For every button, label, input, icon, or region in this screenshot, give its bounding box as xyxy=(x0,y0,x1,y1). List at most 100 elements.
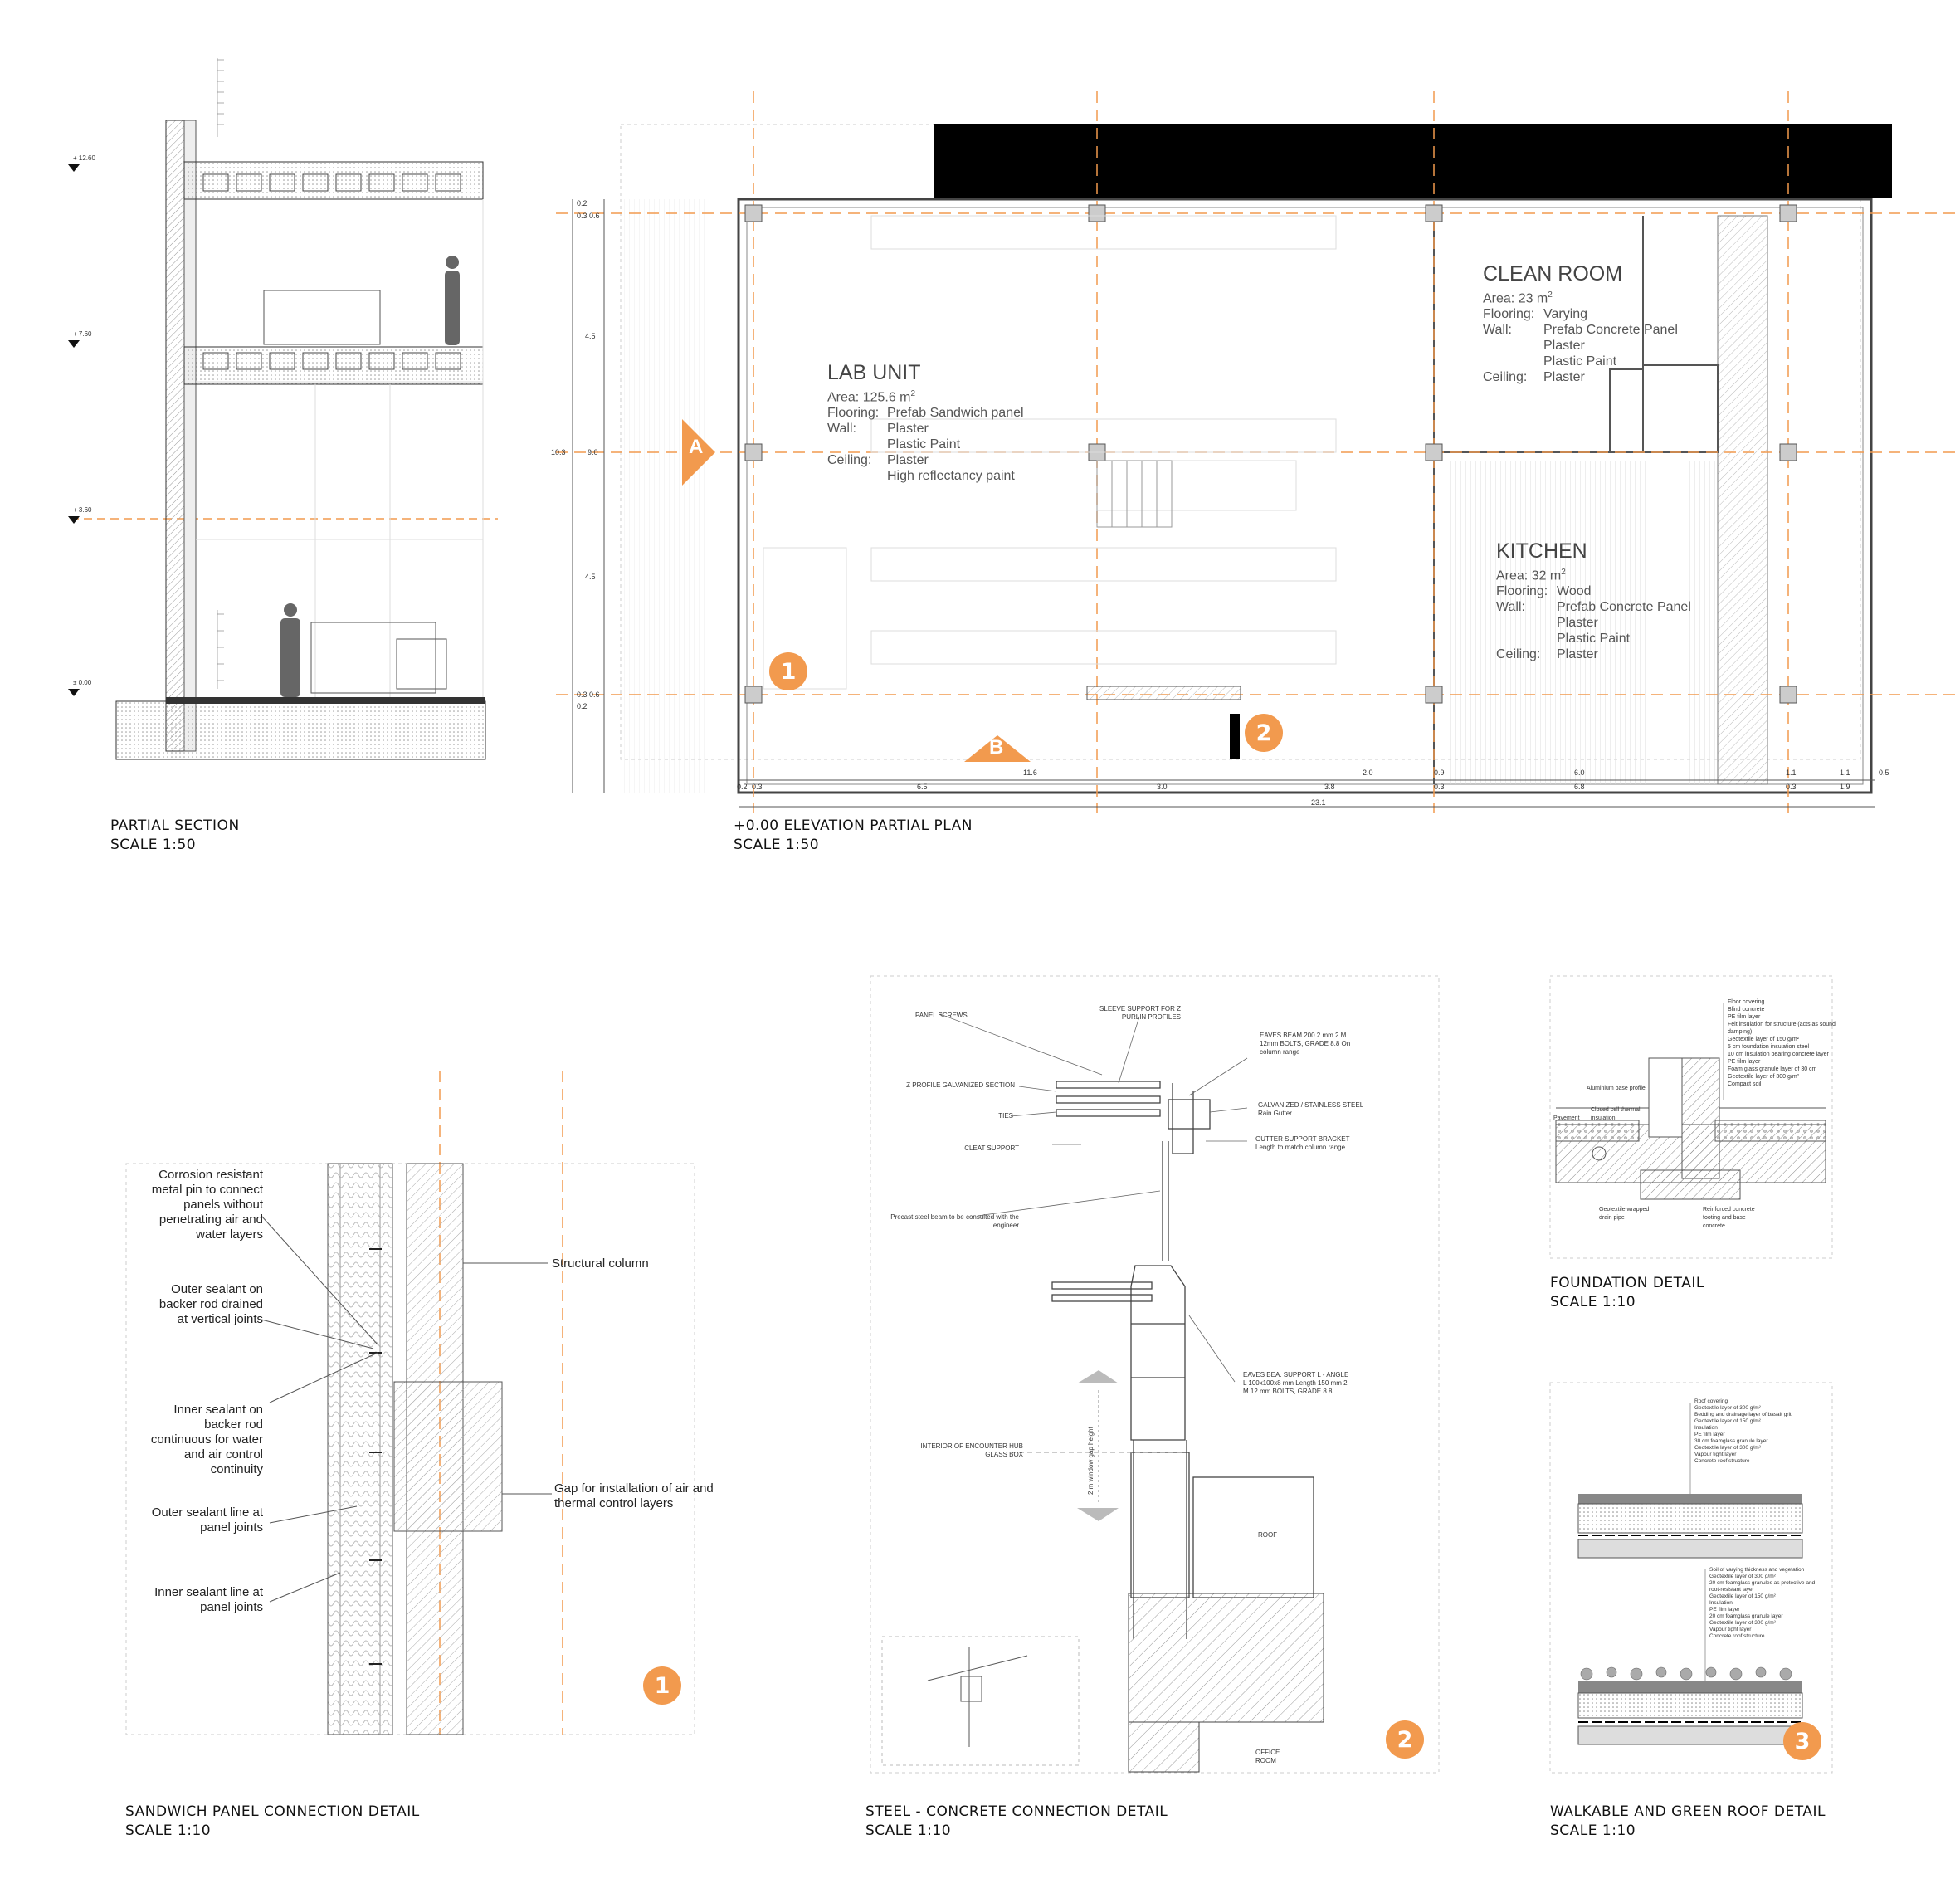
room-spec-value: Wood xyxy=(1557,584,1592,599)
dim-label: 0.3 xyxy=(577,690,588,699)
dim-label: 3.8 xyxy=(1324,783,1335,791)
plan-linework xyxy=(556,91,1960,813)
room-spec-value: Plastic Paint xyxy=(1543,354,1617,369)
room-spec-label: Wall: xyxy=(827,422,856,437)
dim-label: 0.3 xyxy=(1434,783,1445,791)
clean-room-info: Area: 23 m2 Flooring:Varying Wall:Prefab… xyxy=(1483,290,1678,385)
dim-label: 1.9 xyxy=(1840,783,1850,791)
partial-section-drawing: + 12.60 + 7.60 + 3.60 ± 0.00 xyxy=(0,0,514,797)
kitchen-name: KITCHEN xyxy=(1496,539,1587,563)
sandwich-label-gap: Gap for installation of air and thermal … xyxy=(554,1481,714,1510)
steel-label-eaves-beam: EAVES BEAM 200.2 mm 2 M 12mm BOLTS, GRAD… xyxy=(1260,1032,1351,1056)
room-spec-label: Ceiling: xyxy=(1496,647,1541,662)
level-label: + 3.60 xyxy=(73,506,92,514)
steel-badge: 2 xyxy=(1386,1720,1424,1759)
foundation-label-alu: Aluminium base profile xyxy=(1587,1086,1646,1091)
room-spec-value: High reflectancy paint xyxy=(887,469,1015,484)
room-spec-value: Plaster xyxy=(1543,370,1585,385)
plan-detail-badge-1: 1 xyxy=(769,652,807,690)
dim-label: 10.3 xyxy=(551,448,566,456)
floor-plan-drawing: 0.2 0.3 6.5 11.6 3.0 3.8 2.0 0.9 0.3 6.0… xyxy=(539,83,1960,830)
dim-label: 4.5 xyxy=(585,573,596,581)
roof-linework xyxy=(1549,1382,1833,1774)
room-area: Area: 125.6 m xyxy=(827,390,911,405)
roof-badge: 3 xyxy=(1783,1722,1821,1760)
dim-label: 0.3 xyxy=(1786,783,1797,791)
steel-label-gutter: GALVANIZED / STAINLESS STEEL Rain Gutter xyxy=(1258,1101,1363,1117)
dim-label: 6.8 xyxy=(1574,783,1585,791)
room-spec-value: Varying xyxy=(1543,307,1588,322)
room-spec-value: Plaster xyxy=(1557,616,1598,631)
room-spec-label: Wall: xyxy=(1496,600,1525,615)
dim-label: 0.2 xyxy=(737,783,748,791)
dim-label: 2.0 xyxy=(1363,769,1373,777)
room-spec-label: Wall: xyxy=(1483,323,1512,338)
steel-label-office: OFFICE ROOM xyxy=(1255,1749,1280,1764)
dim-label: 0.2 xyxy=(577,199,588,207)
room-spec-label: Flooring: xyxy=(1496,584,1548,599)
room-spec-value: Prefab Concrete Panel xyxy=(1557,600,1691,615)
room-area: Area: 32 m xyxy=(1496,568,1562,583)
steel-label-window-gap: 2 m window gap height xyxy=(1087,1427,1095,1495)
steel-label-sleeve: SLEEVE SUPPORT FOR Z PURLIN PROFILES xyxy=(1099,1005,1181,1021)
level-label: ± 0.00 xyxy=(73,679,92,686)
steel-label-panel-screws: PANEL SCREWS xyxy=(915,1012,968,1019)
steel-label-eaves-support: EAVES BEA. SUPPORT L - ANGLE L 100x100x8… xyxy=(1243,1371,1349,1395)
steel-label-bracket: GUTTER SUPPORT BRACKET Length to match c… xyxy=(1255,1135,1350,1151)
sandwich-label-inner-line: Inner sealant line at panel joints xyxy=(154,1585,263,1614)
room-area: Area: 23 m xyxy=(1483,291,1548,306)
section-marker-a: A xyxy=(689,436,704,458)
dim-label: 23.1 xyxy=(1311,798,1326,807)
room-spec-label: Ceiling: xyxy=(1483,370,1528,385)
lab-unit-name: LAB UNIT xyxy=(827,361,921,384)
room-spec-value: Plaster xyxy=(1557,647,1598,662)
dim-label: 0.6 xyxy=(589,212,600,220)
steel-linework xyxy=(870,975,1440,1774)
foundation-linework xyxy=(1549,975,1833,1259)
sandwich-label-column: Structural column xyxy=(552,1256,649,1271)
dim-label: 0.3 xyxy=(752,783,763,791)
dim-label: 0.2 xyxy=(577,702,588,710)
sandwich-label-inner-continuous: Inner sealant on backer rod continuous f… xyxy=(150,1403,263,1476)
level-label: + 7.60 xyxy=(73,330,92,338)
steel-label-cleat: CLEAT SUPPORT xyxy=(964,1144,1019,1152)
sandwich-badge: 1 xyxy=(643,1666,681,1705)
steel-concrete-detail: PANEL SCREWS SLEEVE SUPPORT FOR Z PURLIN… xyxy=(870,975,1442,1774)
room-spec-value: Plastic Paint xyxy=(1557,632,1631,647)
sandwich-linework xyxy=(125,1071,695,1735)
dim-label: 3.0 xyxy=(1157,783,1168,791)
steel-label-precast: Precast steel beam to be consulted with … xyxy=(890,1213,1019,1229)
foundation-label-pavement: Pavement xyxy=(1553,1115,1580,1121)
sandwich-panel-detail: Corrosion resistant metal pin to connect… xyxy=(124,1071,714,1735)
room-spec-value: Prefab Concrete Panel xyxy=(1543,323,1678,338)
steel-label-roof: ROOF xyxy=(1258,1531,1278,1539)
foundation-label-closed-cell: Closed cell thermal insulation xyxy=(1591,1107,1641,1121)
room-spec-value: Prefab Sandwich panel xyxy=(887,406,1024,421)
room-spec-label: Flooring: xyxy=(1483,307,1535,322)
clean-room-name: CLEAN ROOM xyxy=(1483,262,1623,285)
steel-label-zprofile: Z PROFILE GALVANIZED SECTION xyxy=(906,1081,1015,1089)
steel-label-ties: TIES xyxy=(998,1112,1013,1120)
green-roof-layers: Soil of varying thickness and vegetation… xyxy=(1709,1567,1816,1639)
room-spec-label: Ceiling: xyxy=(827,453,872,468)
room-spec-value: Plaster xyxy=(887,453,929,468)
dim-label: 6.5 xyxy=(917,783,928,791)
dim-label: 1.1 xyxy=(1786,769,1797,777)
foundation-label-rc: Reinforced concrete footing and base con… xyxy=(1703,1207,1755,1229)
lab-unit-info: Area: 125.6 m2 Flooring:Prefab Sandwich … xyxy=(827,389,1024,484)
dim-label: 4.5 xyxy=(585,332,596,340)
room-spec-label: Flooring: xyxy=(827,406,880,421)
sandwich-label-pin: Corrosion resistant metal pin to connect… xyxy=(151,1168,263,1242)
dim-label: 0.9 xyxy=(1434,769,1445,777)
room-spec-value: Plastic Paint xyxy=(887,437,961,452)
sandwich-label-outer-line: Outer sealant line at panel joints xyxy=(151,1505,263,1535)
dim-label: 11.6 xyxy=(1023,769,1037,777)
